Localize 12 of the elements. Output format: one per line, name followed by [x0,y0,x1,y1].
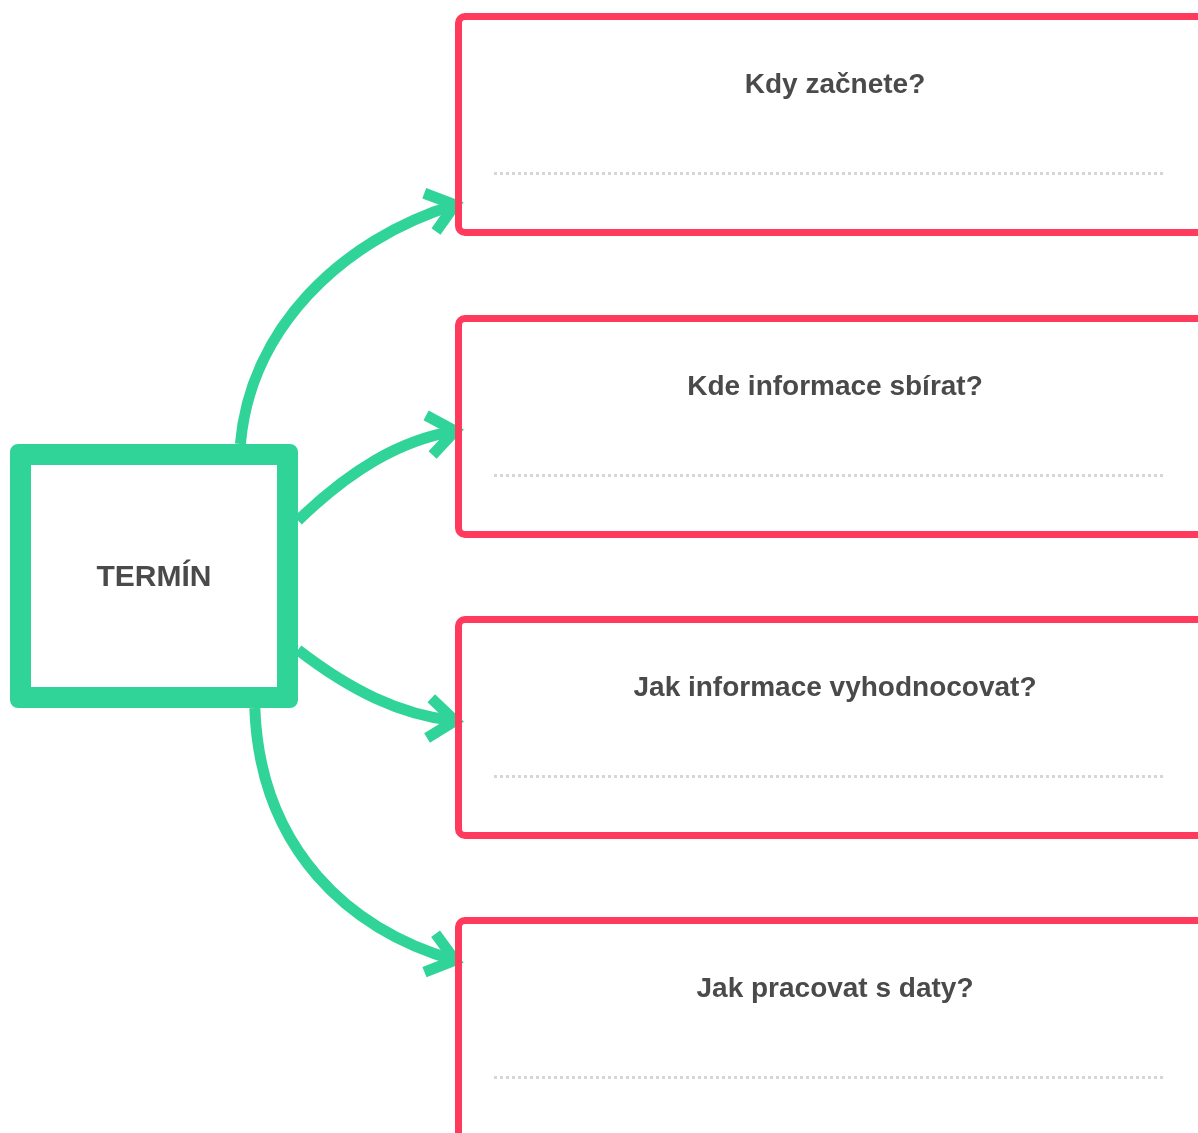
curved-arrow [249,707,461,977]
question-card [455,13,1198,236]
question-card [455,315,1198,538]
question-text: Jak informace vyhodnocovat? [633,671,1037,703]
curved-arrow [234,189,461,445]
topic-box [10,444,298,708]
question-card [455,917,1198,1133]
question-text: Jak pracovat s daty? [696,972,974,1004]
question-card [455,616,1198,839]
topic-label: TERMÍN [96,559,212,593]
question-text: Kdy začnete? [744,68,926,100]
question-text: Kde informace sbírat? [687,370,983,402]
